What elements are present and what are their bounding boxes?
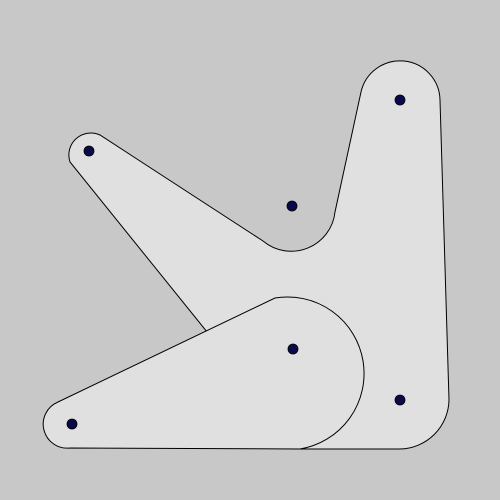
- control-point-center[interactable]: [287, 343, 299, 355]
- control-point-upper-left[interactable]: [83, 145, 95, 157]
- points-layer: [66, 94, 406, 430]
- shapes-layer: [42, 60, 450, 450]
- control-point-bottom-right[interactable]: [394, 394, 406, 406]
- control-point-center-upper[interactable]: [286, 200, 298, 212]
- control-point-bottom-left[interactable]: [66, 418, 78, 430]
- control-point-top-right[interactable]: [394, 94, 406, 106]
- rounded-star-shape-lower: [42, 296, 365, 450]
